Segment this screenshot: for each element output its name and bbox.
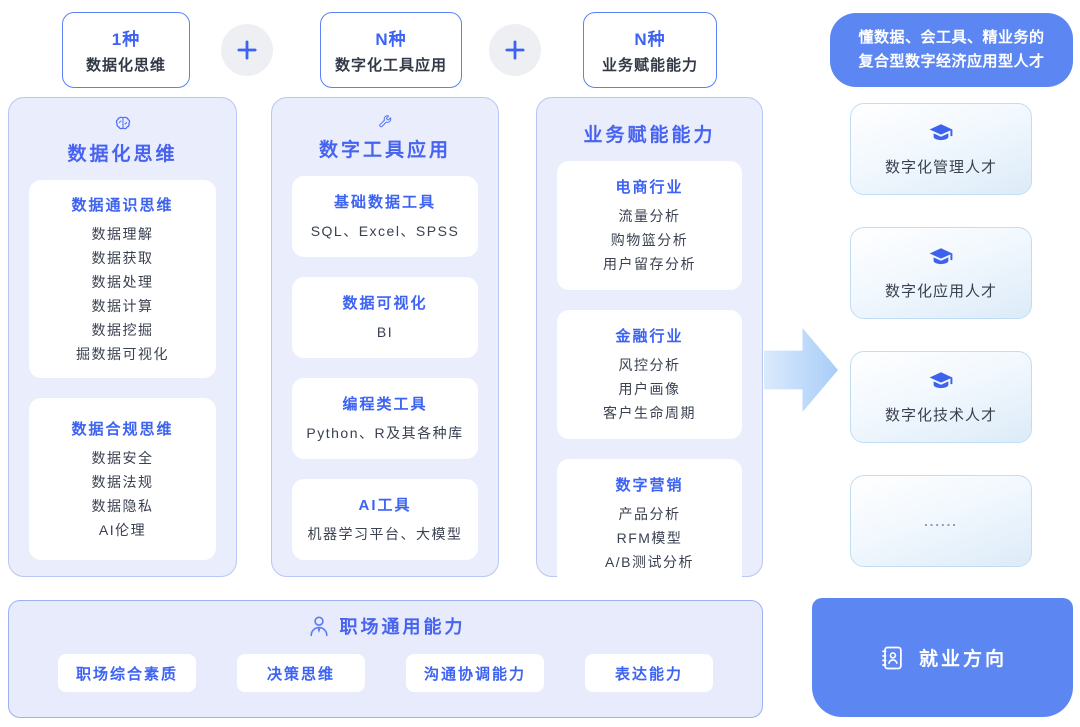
pill-expression: 表达能力	[585, 654, 714, 692]
group-item: 产品分析	[618, 506, 681, 522]
group-title: 基础数据工具	[333, 194, 436, 211]
term-label: 数字化工具应用	[334, 57, 447, 74]
group-item: 掘数据可视化	[76, 346, 169, 362]
group-ecommerce-industry: 电商行业 流量分析 购物篮分析 用户留存分析	[557, 161, 742, 290]
plus-icon	[505, 40, 525, 60]
talent-label: 数字化应用人才	[884, 283, 997, 300]
column-digital-tools: 数字工具应用 基础数据工具 SQL、Excel、SPSS 数据可视化 BI 编程…	[271, 97, 499, 577]
group-item: 机器学习平台、大模型	[307, 526, 463, 542]
group-item: Python、R及其各种库	[306, 425, 464, 441]
brain-icon	[115, 116, 130, 130]
group-item: 用户画像	[618, 381, 681, 397]
group-ai-tools: AI工具 机器学习平台、大模型	[292, 479, 478, 560]
talent-box-management: 数字化管理人才	[850, 103, 1032, 195]
column-title: 数字工具应用	[318, 140, 451, 161]
ellipsis-label: ......	[924, 513, 958, 529]
group-basic-data-tools: 基础数据工具 SQL、Excel、SPSS	[292, 176, 478, 257]
group-title: AI工具	[358, 497, 412, 514]
column-data-thinking: 数据化思维 数据通识思维 数据理解 数据获取 数据处理 数据计算 数据挖掘 掘数…	[8, 97, 237, 577]
group-item: 数据法规	[91, 474, 154, 490]
employment-label: 就业方向	[918, 649, 1007, 670]
term-count: N种	[634, 30, 666, 49]
group-item: BI	[376, 324, 394, 340]
result-line-2: 复合型数字经济应用型人才	[858, 53, 1045, 70]
group-title: 编程类工具	[342, 396, 428, 413]
group-item: 数据处理	[91, 274, 154, 290]
group-item: 数据理解	[91, 226, 154, 242]
term-label: 业务赋能能力	[601, 57, 698, 74]
formula-term-digital-tools: N种 数字化工具应用	[320, 12, 462, 88]
term-count: N种	[375, 30, 407, 49]
talent-outcomes: 数字化管理人才 数字化应用人才 数字化技术人才 ......	[850, 103, 1032, 567]
result-line-1: 懂数据、会工具、精业务的	[858, 29, 1045, 46]
term-label: 数据化思维	[85, 57, 166, 74]
group-item: 流量分析	[618, 208, 681, 224]
employment-direction-box: 就业方向	[812, 598, 1073, 717]
column-business-enablement: 业务赋能能力 电商行业 流量分析 购物篮分析 用户留存分析 金融行业 风控分析 …	[536, 97, 763, 588]
graduation-cap-icon	[929, 372, 953, 389]
column-title: 数据化思维	[67, 144, 178, 165]
formula-term-data-thinking: 1种 数据化思维	[62, 12, 190, 88]
group-item: SQL、Excel、SPSS	[310, 223, 460, 239]
group-item: AI伦理	[98, 522, 147, 538]
talent-label: 数字化技术人才	[884, 407, 997, 424]
plus-badge	[221, 24, 273, 76]
general-workplace-skills: 职场通用能力 职场综合素质 决策思维 沟通协调能力 表达能力	[8, 600, 763, 718]
group-item: 风控分析	[618, 357, 681, 373]
group-item: RFM模型	[616, 530, 683, 546]
group-data-literacy-thinking: 数据通识思维 数据理解 数据获取 数据处理 数据计算 数据挖掘 掘数据可视化	[29, 180, 216, 378]
formula-term-business-enablement: N种 业务赋能能力	[583, 12, 717, 88]
group-title: 金融行业	[615, 328, 684, 345]
right-arrow	[764, 328, 838, 412]
talent-box-technical: 数字化技术人才	[850, 351, 1032, 443]
pill-workplace-quality: 职场综合素质	[57, 654, 196, 692]
group-item: 数据获取	[91, 250, 154, 266]
group-data-visualization: 数据可视化 BI	[292, 277, 478, 358]
group-item: 数据隐私	[91, 498, 154, 514]
group-title: 数据可视化	[342, 295, 428, 312]
group-digital-marketing: 数字营销 产品分析 RFM模型 A/B测试分析	[557, 459, 742, 588]
talent-box-application: 数字化应用人才	[850, 227, 1032, 319]
group-data-compliance-thinking: 数据合规思维 数据安全 数据法规 数据隐私 AI伦理	[29, 398, 216, 560]
general-title: 职场通用能力	[339, 617, 466, 637]
pill-decision-thinking: 决策思维	[237, 654, 365, 692]
group-programming-tools: 编程类工具 Python、R及其各种库	[292, 378, 478, 459]
talent-box-more: ......	[850, 475, 1032, 567]
term-count: 1种	[111, 30, 141, 49]
group-finance-industry: 金融行业 风控分析 用户画像 客户生命周期	[557, 310, 742, 439]
group-item: 用户留存分析	[603, 256, 696, 272]
graduation-cap-icon	[929, 248, 953, 265]
group-item: 购物篮分析	[610, 232, 689, 248]
group-item: 数据安全	[91, 450, 154, 466]
talent-label: 数字化管理人才	[884, 159, 997, 176]
pill-communication-coordination: 沟通协调能力	[406, 654, 545, 692]
group-title: 数据合规思维	[71, 421, 174, 438]
graduation-cap-icon	[929, 124, 953, 141]
group-item: 数据挖掘	[91, 322, 154, 338]
group-title: 数字营销	[615, 477, 684, 494]
group-item: 数据计算	[91, 298, 154, 314]
group-title: 电商行业	[615, 179, 684, 196]
plus-icon	[237, 40, 257, 60]
group-title: 数据通识思维	[71, 197, 174, 214]
contact-book-icon	[882, 646, 902, 669]
person-icon	[309, 616, 328, 637]
plus-badge	[489, 24, 541, 76]
wrench-icon	[379, 115, 392, 128]
group-item: A/B测试分析	[604, 554, 695, 570]
column-title: 业务赋能能力	[583, 125, 716, 146]
group-item: 客户生命周期	[603, 405, 696, 421]
formula-result-banner: 懂数据、会工具、精业务的 复合型数字经济应用型人才	[830, 13, 1073, 87]
